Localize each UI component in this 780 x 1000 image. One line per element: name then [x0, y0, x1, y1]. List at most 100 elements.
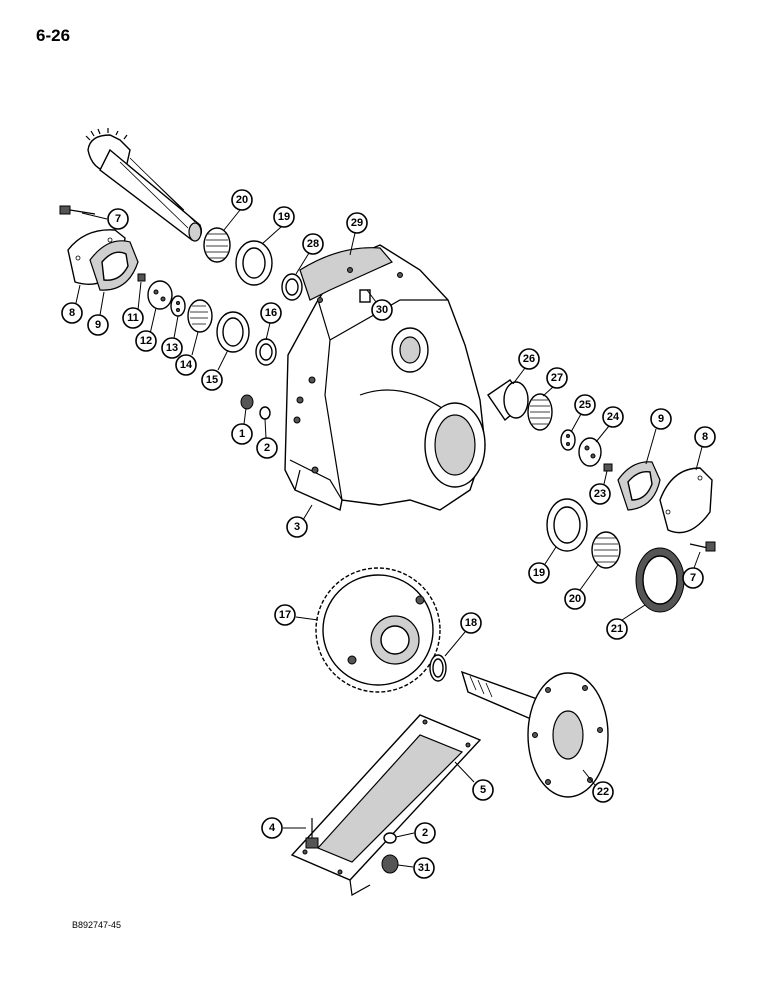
callout-26: 26: [512, 348, 540, 385]
callout-30: 30: [366, 289, 393, 321]
callout-13: 13: [161, 315, 183, 359]
svg-text:23: 23: [594, 488, 606, 500]
bearing-cup-19-upper: [235, 240, 273, 286]
callout-7: 7: [682, 551, 704, 589]
bolt-11: [137, 273, 146, 282]
svg-text:7: 7: [115, 213, 121, 225]
svg-text:9: 9: [95, 319, 101, 331]
svg-text:26: 26: [523, 353, 535, 365]
page-number: 6-26: [36, 26, 71, 45]
callout-20: 20: [564, 564, 599, 610]
washer-25: [560, 429, 576, 451]
plug-1: [240, 394, 254, 410]
svg-text:9: 9: [658, 413, 664, 425]
nut-24: [578, 437, 602, 467]
callout-19: 19: [528, 546, 557, 584]
bolt-7-left: [59, 205, 96, 215]
callout-14: 14: [175, 331, 199, 376]
seal-21: [635, 547, 685, 613]
bolt-4: [305, 818, 319, 849]
callout-5: 5: [454, 761, 494, 801]
callout-22: 22: [582, 769, 614, 803]
svg-text:24: 24: [607, 411, 620, 423]
callout-20: 20: [223, 189, 253, 231]
callout-21: 21: [606, 604, 646, 640]
washer-2-lower: [383, 832, 397, 844]
cover-8-right: [659, 467, 713, 534]
washer-2-upper: [259, 406, 271, 420]
bolt-23: [603, 463, 613, 472]
callout-24: 24: [595, 406, 624, 443]
svg-text:28: 28: [307, 238, 319, 250]
ring-16: [255, 338, 277, 366]
svg-text:31: 31: [418, 862, 430, 874]
svg-text:1: 1: [239, 428, 245, 440]
cover-plate-5: [290, 714, 482, 896]
callout-31: 31: [397, 857, 435, 879]
bearing-cup-19-lower: [546, 498, 588, 552]
svg-text:21: 21: [611, 623, 623, 635]
callout-12: 12: [135, 307, 157, 352]
svg-text:5: 5: [480, 784, 486, 796]
callout-27: 27: [542, 367, 568, 397]
svg-text:4: 4: [269, 822, 276, 834]
callout-2: 2: [256, 418, 278, 459]
svg-text:29: 29: [351, 217, 363, 229]
bolt-7-right: [689, 541, 716, 552]
svg-text:3: 3: [294, 521, 300, 533]
figure-code: B892747-45: [72, 920, 122, 930]
svg-text:7: 7: [690, 572, 696, 584]
callout-1: 1: [231, 407, 253, 445]
svg-text:18: 18: [465, 617, 477, 629]
callout-11: 11: [122, 281, 144, 329]
gear-17: [315, 567, 441, 693]
callout-18: 18: [444, 612, 482, 657]
svg-text:25: 25: [579, 399, 591, 411]
svg-text:15: 15: [206, 374, 218, 386]
svg-text:16: 16: [265, 307, 277, 319]
svg-text:11: 11: [127, 312, 139, 324]
svg-text:8: 8: [69, 307, 75, 319]
bearing-cone-20-upper: [203, 227, 231, 263]
svg-text:8: 8: [702, 431, 708, 443]
callout-19: 19: [261, 206, 295, 245]
gasket-9-right: [617, 461, 661, 511]
callout-16: 16: [260, 302, 282, 341]
callout-9: 9: [87, 291, 109, 336]
svg-text:19: 19: [533, 567, 545, 579]
gasket-9-left: [89, 240, 139, 291]
callout-28: 28: [295, 233, 324, 275]
svg-text:20: 20: [236, 194, 248, 206]
bearing-cup-15: [216, 311, 250, 353]
callout-15: 15: [201, 349, 229, 391]
svg-text:2: 2: [422, 827, 428, 839]
callout-3: 3: [286, 504, 313, 538]
svg-text:17: 17: [279, 609, 291, 621]
svg-text:19: 19: [278, 211, 290, 223]
nut-12: [147, 280, 173, 310]
svg-text:2: 2: [264, 442, 270, 454]
ring-28: [281, 273, 303, 301]
bearing-cup-26: [487, 379, 529, 422]
svg-text:27: 27: [551, 372, 563, 384]
callout-9: 9: [645, 408, 672, 465]
pinion-shaft: [85, 128, 203, 242]
svg-text:20: 20: [569, 593, 581, 605]
svg-text:14: 14: [180, 359, 193, 371]
callout-17: 17: [274, 604, 319, 626]
snap-ring-18: [429, 654, 447, 682]
svg-text:13: 13: [166, 342, 178, 354]
callout-25: 25: [570, 394, 596, 433]
bearing-cone-20-lower: [591, 531, 621, 569]
callout-2: 2: [395, 822, 436, 844]
svg-text:22: 22: [597, 786, 609, 798]
bearing-cone-27: [527, 393, 553, 431]
washer-13: [170, 295, 186, 317]
axle-shaft-22: [460, 670, 609, 798]
callout-23: 23: [589, 470, 611, 505]
callout-8: 8: [694, 426, 716, 471]
housing-3: [284, 244, 486, 511]
bearing-cone-14: [187, 299, 213, 333]
callout-4: 4: [261, 817, 306, 839]
